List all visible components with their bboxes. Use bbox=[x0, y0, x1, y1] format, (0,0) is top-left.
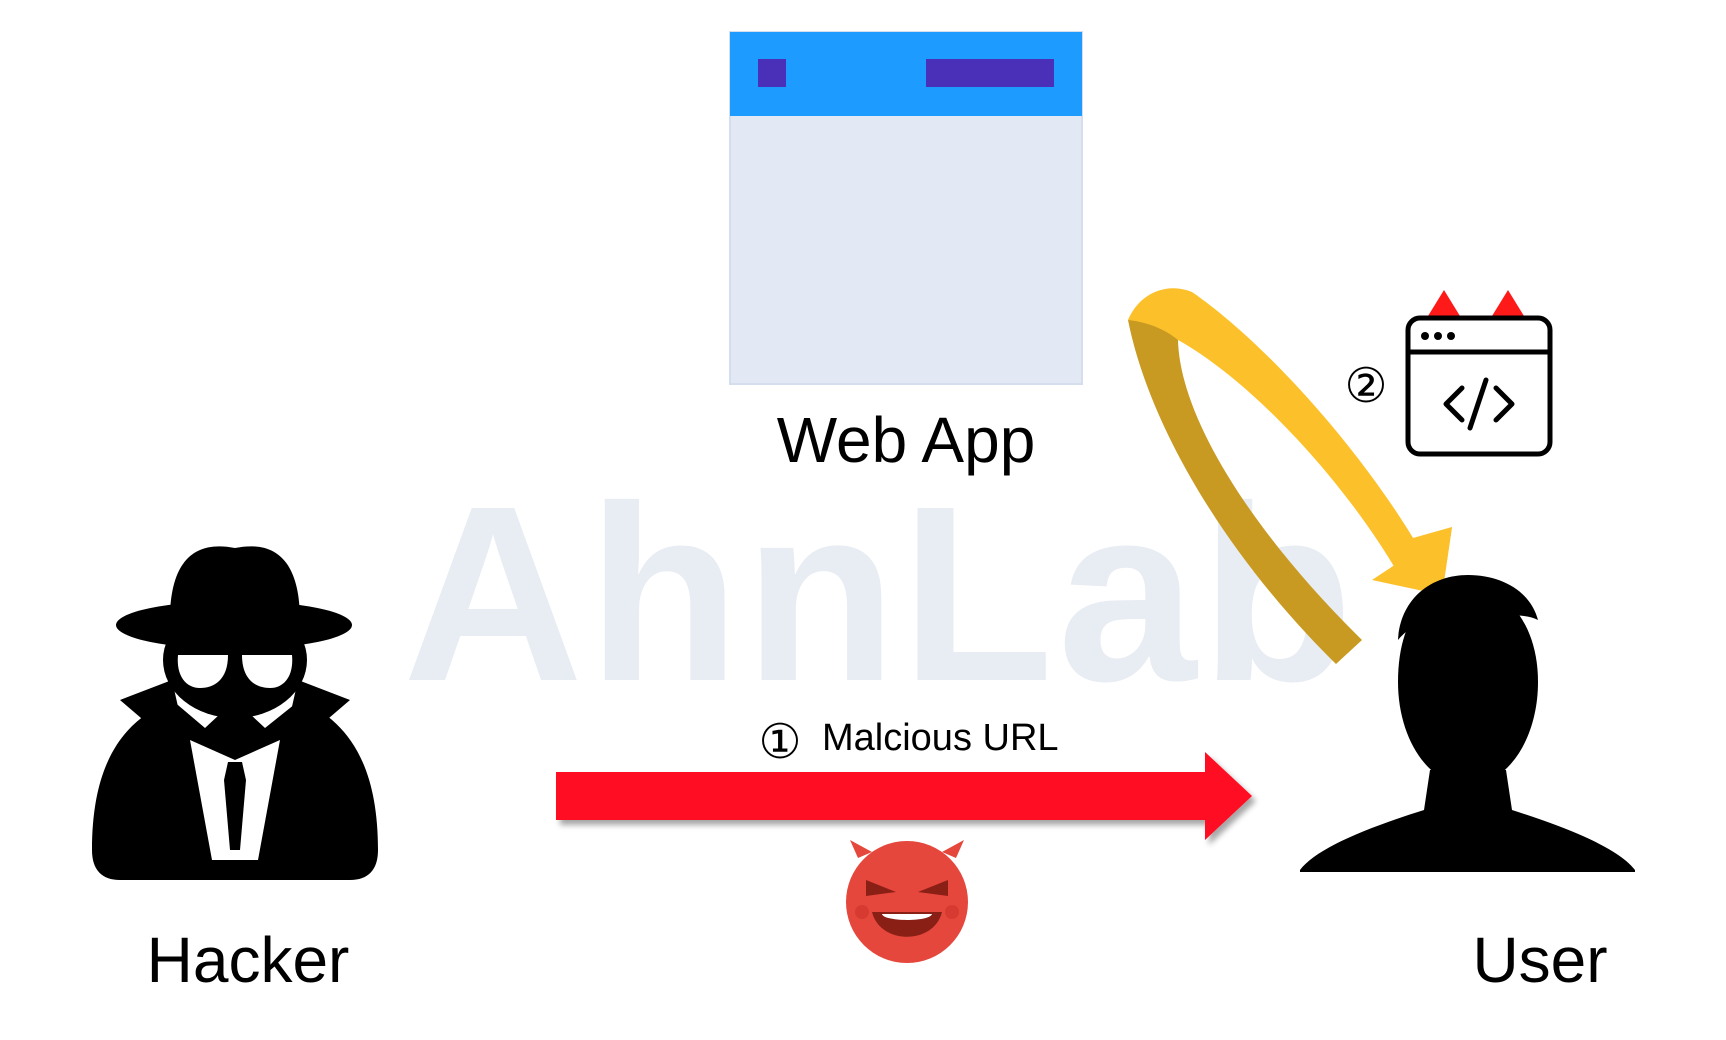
browser-window-icon bbox=[729, 31, 1083, 385]
watermark-text: AhnLab bbox=[403, 454, 1357, 733]
webapp-label: Web App bbox=[777, 404, 1036, 476]
malicious-url-label: Malcious URL bbox=[822, 717, 1059, 759]
user-label: User bbox=[1472, 924, 1607, 996]
hacker-glasses bbox=[177, 655, 293, 688]
user-silhouette-icon bbox=[1300, 575, 1635, 872]
step-1-marker: ① bbox=[758, 716, 801, 769]
hacker-label: Hacker bbox=[147, 924, 350, 996]
code-window-icon bbox=[1405, 290, 1553, 457]
hacker-shirt bbox=[190, 740, 280, 860]
step-2-marker: ② bbox=[1344, 360, 1387, 413]
malicious-url-arrow bbox=[556, 752, 1252, 840]
return-arrow bbox=[1128, 288, 1452, 664]
devil-face-icon bbox=[846, 840, 968, 963]
